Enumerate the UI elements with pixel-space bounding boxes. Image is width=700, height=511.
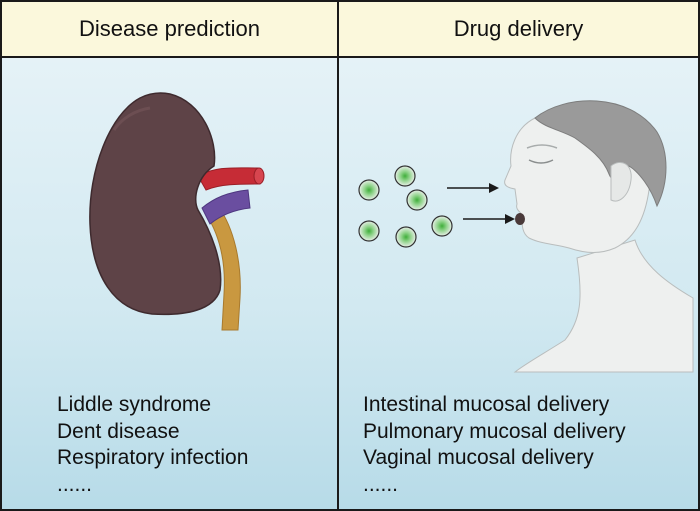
- open-mouth: [515, 213, 525, 225]
- drug-particle-icon: [358, 220, 380, 242]
- list-item: Dent disease: [57, 419, 180, 443]
- panel-title-disease-prediction: Disease prediction: [2, 2, 337, 58]
- kidney-body: [89, 92, 222, 316]
- kidney-illustration: [89, 92, 265, 331]
- drug-particle-icon: [358, 179, 380, 201]
- drug-particles: [358, 165, 453, 248]
- closed-eye: [528, 159, 554, 164]
- list-item: Respiratory infection: [57, 446, 249, 469]
- disease-prediction-body: Liddle syndrome Dent disease Respiratory…: [2, 58, 337, 509]
- list-item: Pulmonary mucosal delivery: [363, 419, 626, 443]
- disease-list: Liddle syndrome Dent disease Respiratory…: [57, 392, 248, 498]
- drug-particle-icon: [395, 226, 417, 248]
- renal-artery-end: [253, 167, 265, 185]
- drug-particle-icon: [431, 215, 453, 237]
- ear: [610, 162, 632, 202]
- list-item: Intestinal mucosal delivery: [363, 393, 610, 416]
- list-item: ......: [57, 472, 93, 496]
- drug-delivery-panel: Drug delivery: [339, 2, 698, 509]
- renal-vein: [201, 189, 251, 225]
- arrow-icon: [447, 183, 515, 224]
- panel-divider: [337, 2, 339, 509]
- delivery-list: Intestinal mucosal delivery Pulmonary mu…: [363, 392, 626, 498]
- drug-particle-icon: [406, 189, 428, 211]
- human-head-illustration: [504, 100, 694, 373]
- disease-prediction-panel: Disease prediction Liddle syndrome Dent …: [2, 2, 337, 509]
- hair: [534, 100, 667, 208]
- drug-particle-icon: [394, 165, 416, 187]
- brow: [526, 144, 558, 149]
- list-item: Liddle syndrome: [57, 393, 212, 416]
- neck-shoulder: [513, 239, 694, 373]
- drug-delivery-illustration: [358, 100, 694, 373]
- ureter: [205, 205, 241, 331]
- list-item: ......: [363, 472, 399, 496]
- drug-delivery-body: Intestinal mucosal delivery Pulmonary mu…: [339, 58, 698, 509]
- panel-title-drug-delivery: Drug delivery: [339, 2, 698, 58]
- list-item: Vaginal mucosal delivery: [363, 446, 594, 469]
